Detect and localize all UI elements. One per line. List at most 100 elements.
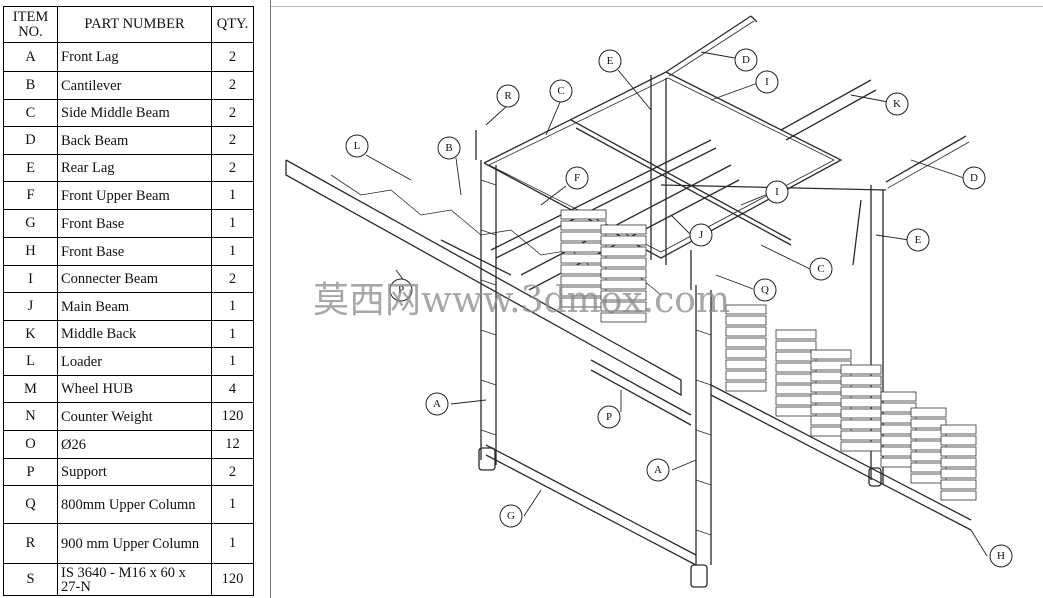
part-number-cell: Loader [57, 347, 212, 376]
counter-weight-plate [775, 373, 817, 384]
callout-balloon: P [597, 405, 621, 429]
callout-circle [437, 136, 461, 160]
callout-label: I [775, 186, 779, 198]
item-no-cell: I [3, 265, 58, 293]
callout-circle [962, 166, 986, 190]
callout-label: G [507, 510, 515, 522]
balloon-leaders [365, 51, 988, 557]
counter-weight-plate [775, 329, 817, 340]
callout-balloon: I [765, 180, 789, 204]
qty-cell: 4 [211, 375, 254, 403]
qty-cell: 2 [211, 265, 254, 293]
callout-circle [809, 257, 833, 281]
qty-cell: 2 [211, 154, 254, 182]
counter-weight-plate [840, 430, 882, 441]
part-number-cell: Front Lag [57, 42, 212, 72]
item-no-cell: D [3, 126, 58, 155]
callout-circle [598, 49, 622, 73]
part-number-cell: Support [57, 458, 212, 486]
counter-weight-plate [880, 435, 917, 446]
callout-label: A [433, 398, 441, 410]
counter-weight-plate [725, 326, 767, 337]
counter-weight-plate [725, 304, 767, 315]
item-no-cell: P [3, 458, 58, 486]
qty-cell: 1 [211, 347, 254, 376]
callout-circle [345, 134, 369, 158]
counter-weight-plate [840, 419, 882, 430]
callout-balloon: P [389, 278, 413, 302]
counter-weight-plate [940, 490, 977, 501]
callout-circle [389, 278, 413, 302]
item-no-cell: L [3, 347, 58, 376]
callout-label: E [915, 234, 922, 246]
callout-label: P [398, 284, 404, 296]
counter-weight-plate [600, 290, 647, 301]
counter-weight-plate [725, 370, 767, 381]
counter-weight-plate [725, 348, 767, 359]
callout-circle [689, 223, 713, 247]
counter-weight-plate [775, 406, 817, 417]
frame-top-line [270, 6, 1043, 7]
item-no-cell: J [3, 292, 58, 321]
counter-weight-stacks [560, 209, 977, 501]
counter-weight-plate [560, 264, 607, 275]
counter-weight-plate [880, 402, 917, 413]
part-number-cell: Back Beam [57, 126, 212, 155]
callout-balloon: K [885, 92, 909, 116]
callout-balloon: D [734, 48, 758, 72]
counter-weight-plate [775, 340, 817, 351]
part-number-cell: Middle Back [57, 320, 212, 348]
counter-weight-plate [560, 220, 607, 231]
counter-weight-plate [560, 209, 607, 220]
counter-weight-plate [840, 441, 882, 452]
callout-label: C [557, 85, 564, 97]
callout-balloon: D [962, 166, 986, 190]
callout-circle [565, 166, 589, 190]
callout-label: J [699, 229, 704, 241]
counter-weight-plate [600, 279, 647, 290]
callout-circle [646, 458, 670, 482]
part-number-cell: Side Middle Beam [57, 99, 212, 127]
callout-balloon: H [989, 544, 1013, 568]
counter-weight-plate [940, 424, 977, 435]
part-number-cell: Wheel HUB [57, 375, 212, 403]
callout-balloon: F [565, 166, 589, 190]
callout-balloon: J [689, 223, 713, 247]
counter-weight-plate [600, 257, 647, 268]
counter-weight-plate [725, 315, 767, 326]
counter-weight-plate [840, 375, 882, 386]
callout-balloon: A [425, 392, 449, 416]
qty-cell: 1 [211, 523, 254, 564]
counter-weight-plate [910, 418, 947, 429]
callout-label: I [765, 76, 769, 88]
counter-weight-plate [560, 231, 607, 242]
counter-weight-plate [810, 349, 852, 360]
watermark-text: 莫西网www.3dmox.com [313, 280, 730, 321]
counter-weight-plate [560, 253, 607, 264]
counter-weight-plate [940, 479, 977, 490]
part-number-cell: Counter Weight [57, 402, 212, 431]
callout-balloon: L [345, 134, 369, 158]
counter-weight-plate [910, 462, 947, 473]
counter-weight-plate [940, 435, 977, 446]
callout-label: Q [761, 284, 769, 296]
qty-cell: 12 [211, 430, 254, 459]
counter-weight-plate [725, 337, 767, 348]
part-number-cell: Rear Lag [57, 154, 212, 182]
item-no-cell: F [3, 181, 58, 210]
counter-weight-plate [880, 457, 917, 468]
qty-cell: 2 [211, 42, 254, 72]
callout-circle [496, 84, 520, 108]
callout-circle [597, 405, 621, 429]
counter-weight-plate [910, 407, 947, 418]
callout-balloon: C [549, 79, 573, 103]
